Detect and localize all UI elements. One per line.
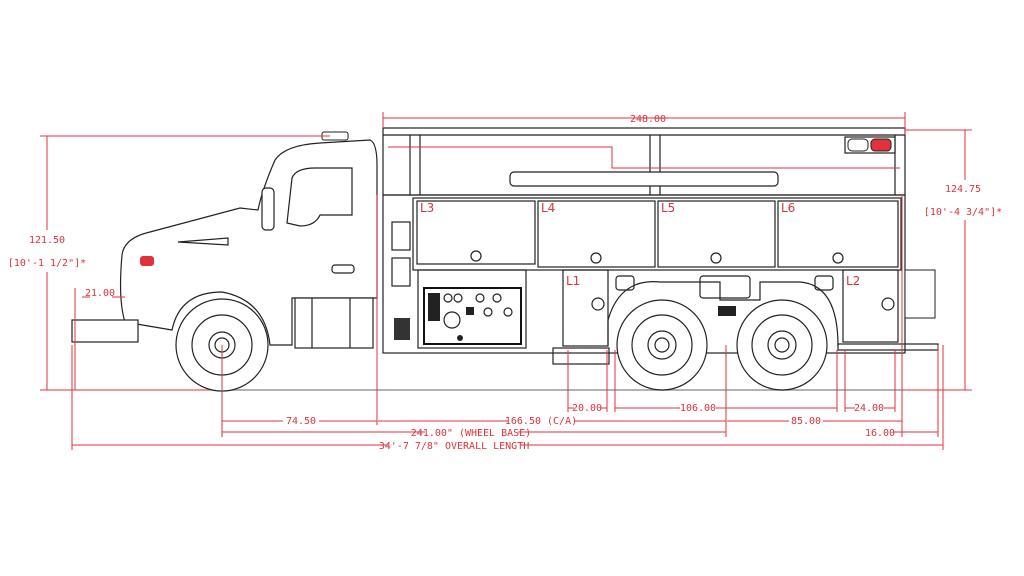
front-bumper (71, 319, 139, 343)
dim-height-left: 121.50 (29, 235, 65, 246)
mirror (261, 187, 275, 231)
rear-wheel-2 (736, 299, 828, 391)
dim-front-overhang: 74.50 (286, 416, 316, 427)
battery-box (394, 318, 410, 340)
rear-reel (904, 269, 936, 319)
dim-rear-comp: 24.00 (854, 403, 884, 414)
dim-height-left-ft: [10'-1 1/2"]* (8, 258, 86, 269)
dim-overall-length: 34'-7 7/8" OVERALL LENGTH (379, 441, 530, 452)
cab-window (286, 167, 353, 227)
hard-suction-hose (509, 171, 779, 187)
dim-rear-overhang: 85.00 (791, 416, 821, 427)
white-lamp (847, 138, 869, 152)
label-L2: L2 (846, 274, 860, 288)
pump-panel (417, 269, 527, 349)
tail-step (837, 343, 939, 351)
dimension-lines (40, 112, 972, 450)
dim-cab-to-axle: 166.50 (C/A) (505, 416, 577, 427)
compartment-L1 (562, 269, 609, 347)
apparatus-body (382, 127, 939, 365)
label-L4: L4 (541, 201, 555, 215)
label-L6: L6 (781, 201, 795, 215)
dim-body-length: 248.00 (630, 114, 666, 125)
compartment-L2 (842, 269, 899, 343)
upper-compartments (416, 200, 899, 268)
dim-tail-step: 16.00 (865, 428, 895, 439)
dim-height-right: 124.75 (945, 184, 981, 195)
dim-wheel-base: 241.00" (WHEEL BASE) (411, 428, 531, 439)
side-step-lower (391, 257, 411, 287)
ladder-outline (388, 146, 900, 169)
dim-bumper-height: 21.00 (85, 288, 115, 299)
label-L1: L1 (566, 274, 580, 288)
side-steps (552, 347, 610, 365)
fuel-tank (294, 297, 374, 349)
label-L5: L5 (661, 201, 675, 215)
dim-tandem: 106.00 (680, 403, 716, 414)
rear-wheel-1 (616, 299, 708, 391)
label-L3: L3 (420, 201, 434, 215)
dim-step-width: 20.00 (572, 403, 602, 414)
cab (71, 131, 378, 349)
dim-height-right-ft: [10'-4 3/4"]* (924, 207, 1002, 218)
side-step-upper (391, 221, 411, 251)
red-lamp (870, 138, 892, 152)
marker-lamp (140, 256, 154, 266)
